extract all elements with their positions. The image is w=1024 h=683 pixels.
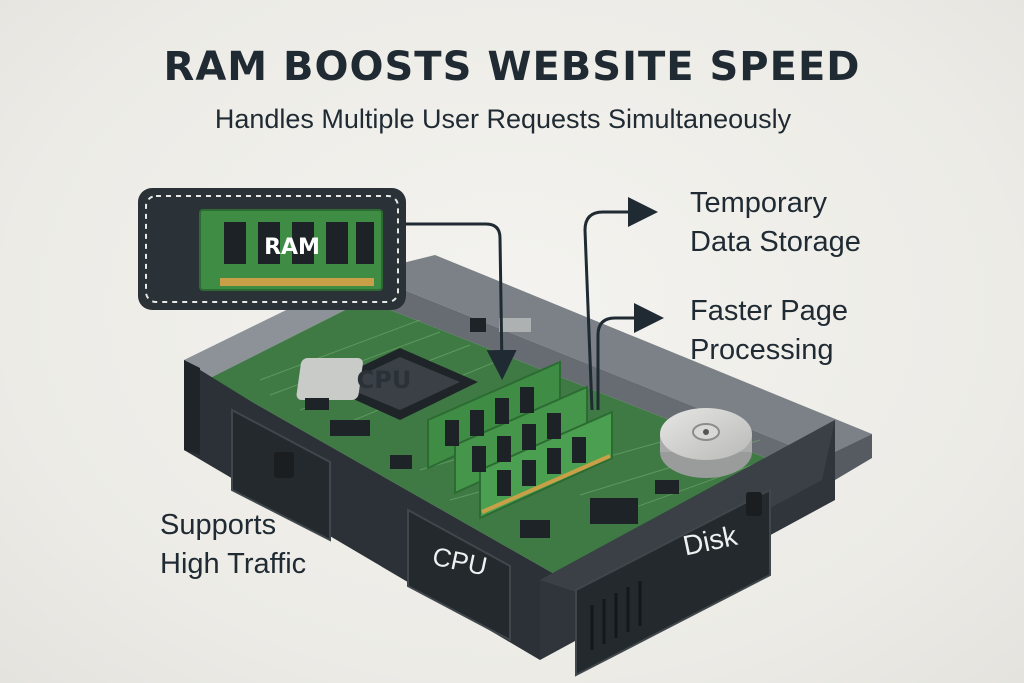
temporary-storage-callout: Temporary Data Storage [690, 184, 861, 262]
ram-module-label: RAM [264, 235, 320, 260]
temporary-storage-arrow [583, 197, 658, 411]
arrows [406, 197, 664, 411]
page-subtitle: Handles Multiple User Requests Simultane… [214, 104, 792, 134]
ram-sticks [427, 360, 613, 520]
callout-line: Data Storage [690, 226, 861, 258]
front-disk-panel [575, 488, 771, 677]
high-traffic-callout: Supports High Traffic [160, 506, 306, 584]
callout-line: High Traffic [160, 548, 307, 580]
cpu-chip-label: CPU [357, 366, 412, 394]
board-components [305, 318, 679, 538]
faster-processing-callout: Faster Page Processing [690, 292, 848, 370]
ram-to-board-arrow [406, 222, 517, 380]
cpu-chip: CPU [296, 348, 478, 420]
page-title: RAM BOOSTS WEBSITE SPEED [163, 44, 861, 90]
callout-line: Temporary [690, 187, 827, 219]
callout-line: Processing [690, 334, 834, 366]
front-cpu-panel [407, 508, 511, 642]
ram-callout-box: RAM [138, 188, 406, 310]
callout-line: Faster Page [690, 295, 848, 327]
disk-drive [660, 408, 752, 478]
faster-processing-arrow [596, 303, 664, 410]
callout-line: Supports [160, 509, 277, 541]
